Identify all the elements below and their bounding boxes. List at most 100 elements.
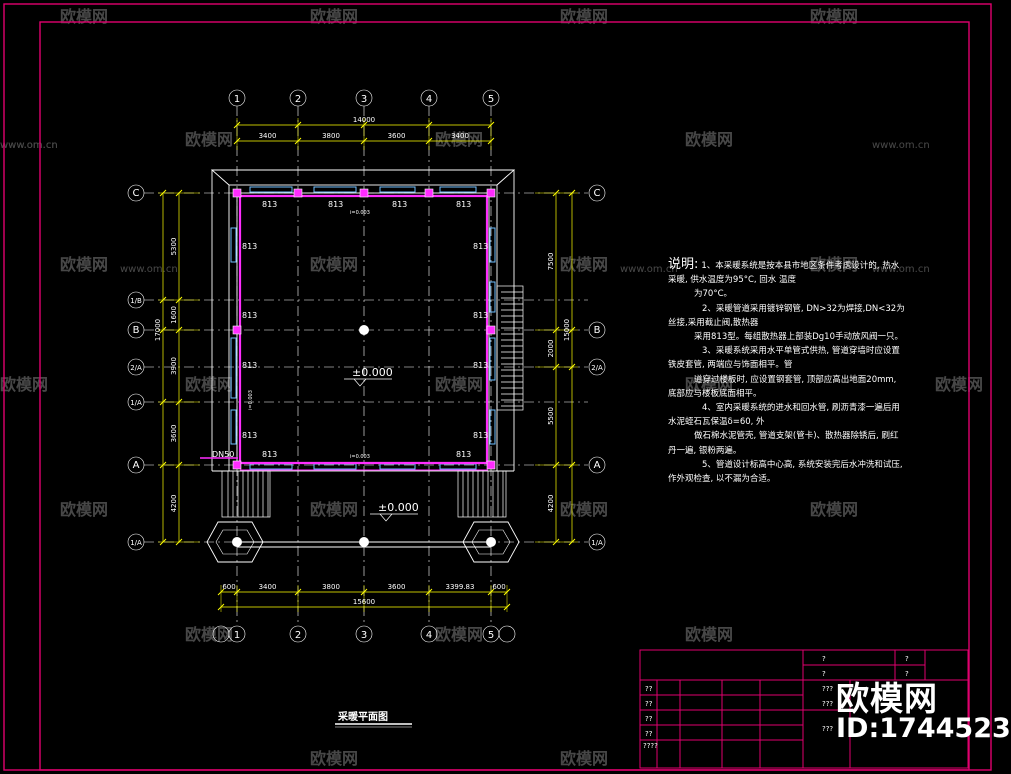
dim-tick (159, 326, 167, 334)
axis-bubble-right (588, 184, 606, 202)
svg-text:??: ?? (645, 715, 653, 723)
structural-column (293, 188, 303, 198)
radiator-label: 813 (473, 361, 488, 370)
axis-bubble-left (127, 184, 145, 202)
axis-bubble-right (588, 358, 606, 376)
svg-text:????: ???? (643, 742, 658, 750)
axis-label-top: 2 (295, 94, 301, 105)
axis-label-top: 3 (361, 94, 367, 105)
dim-text-top: 3400 (259, 132, 277, 140)
axis-label-right: B (594, 325, 601, 336)
east-porch-stair (457, 470, 507, 518)
watermark-text: 欧模网 (560, 7, 608, 26)
porch-point-3 (359, 537, 369, 547)
watermark-text: 欧模网 (560, 749, 608, 768)
watermark-text: 欧模网 (185, 375, 233, 394)
center-point (359, 325, 369, 335)
axis-label-left: C (133, 188, 140, 199)
notes-line: 水泥蛭石瓦保温δ=60, 外 (668, 417, 765, 428)
dim-text-right: 7500 (547, 253, 555, 271)
svg-text:??: ?? (645, 730, 653, 738)
radiator-label: 813 (242, 242, 257, 251)
axis-bubble-bottom (289, 625, 307, 643)
radiator (439, 186, 477, 193)
level-mark-interior: ±0.000 (352, 366, 393, 379)
notes-line: 采暖, 供水温度为95°C, 回水 温度 (668, 275, 797, 286)
dim-text-left: 3900 (170, 357, 178, 375)
dim-text-right: 2000 (547, 340, 555, 358)
watermark-url: www.om.cn (872, 140, 930, 151)
axis-bubble-bottom (355, 625, 373, 643)
dim-total-right: 15000 (563, 319, 571, 341)
slope-label-bottom: i=0.003 (350, 454, 370, 460)
dim-tick (294, 137, 302, 145)
level-mark-porch: ±0.000 (378, 501, 419, 514)
radiator-label: 813 (328, 200, 343, 209)
axis-label-right: 1/A (591, 539, 603, 547)
dim-tick (568, 189, 576, 197)
watermark-text: 欧模网 (310, 7, 358, 26)
watermark-text: 欧模网 (810, 255, 858, 274)
notes-line: 1、本采暖系统是按本县市地区条件考虑设计的, 热水 (701, 261, 900, 271)
dim-tick (175, 398, 183, 406)
radiator-label: 813 (242, 311, 257, 320)
dim-tick (425, 121, 433, 129)
dim-tick (552, 538, 560, 546)
stairs (221, 285, 524, 518)
dim-tick (568, 326, 576, 334)
svg-text:???: ??? (822, 725, 833, 733)
axis-bubble-bottom (498, 625, 516, 643)
dim-text-bottom: 3400 (259, 583, 277, 591)
dim-tick (552, 326, 560, 334)
watermark-text: 欧模网 (560, 255, 608, 274)
dim-tick (503, 588, 511, 596)
dim-tick (568, 461, 576, 469)
axis-label-bottom: 4 (426, 630, 432, 641)
radiator (489, 227, 496, 263)
axis-bubble-left (127, 393, 145, 411)
axis-bubble-top (482, 89, 500, 107)
radiator (313, 186, 357, 193)
dim-text-right: 5500 (547, 407, 555, 425)
dim-tick (159, 538, 167, 546)
dim-tick (294, 121, 302, 129)
dim-total-left: 17000 (154, 319, 162, 341)
dim-tick (175, 296, 183, 304)
watermark-text: 欧模网 (60, 255, 108, 274)
level-symbol-porch (370, 513, 418, 522)
axis-bubble-left (127, 321, 145, 339)
axis-bubble-top (420, 89, 438, 107)
axis-label-left: 1/A (130, 539, 142, 547)
notes-line: 3、采暖系统采用水平单管式供热, 管道穿墙时应设置 (702, 346, 900, 357)
watermark-text: 欧模网 (60, 500, 108, 519)
watermark-text: 欧模网 (310, 500, 358, 519)
dim-text-left: 4200 (170, 495, 178, 513)
watermark-text: 欧模网 (310, 255, 358, 274)
axis-label-top: 1 (234, 94, 240, 105)
axis-bubble-top (289, 89, 307, 107)
structural-column (424, 188, 434, 198)
axis-label-left: 1/B (130, 297, 142, 305)
dim-tick (233, 137, 241, 145)
watermark-text: 欧模网 (310, 749, 358, 768)
watermark-text: 欧模网 (685, 375, 733, 394)
porch-point-1 (232, 537, 242, 547)
structural-column (486, 325, 496, 335)
radiator (379, 186, 416, 193)
axis-bubble-top (228, 89, 246, 107)
svg-text:???: ??? (822, 700, 833, 708)
axis-bubble-left (127, 291, 145, 309)
dim-total-top: 14000 (353, 116, 375, 124)
level-symbol-interior (344, 378, 392, 387)
watermark-id: ID:1744523 (836, 713, 1011, 744)
wall-columns (232, 188, 496, 470)
dim-text-bottom: 600 (492, 583, 505, 591)
notes-line: 底部应与楼板底面相平。 (668, 388, 762, 399)
structural-column (232, 460, 242, 470)
dim-tick (425, 588, 433, 596)
axis-bubble-left (127, 533, 145, 551)
watermark-url: www.om.cn (0, 140, 58, 151)
watermark-url: www.om.cn (120, 264, 178, 275)
axis-label-bottom: 1 (234, 630, 240, 641)
